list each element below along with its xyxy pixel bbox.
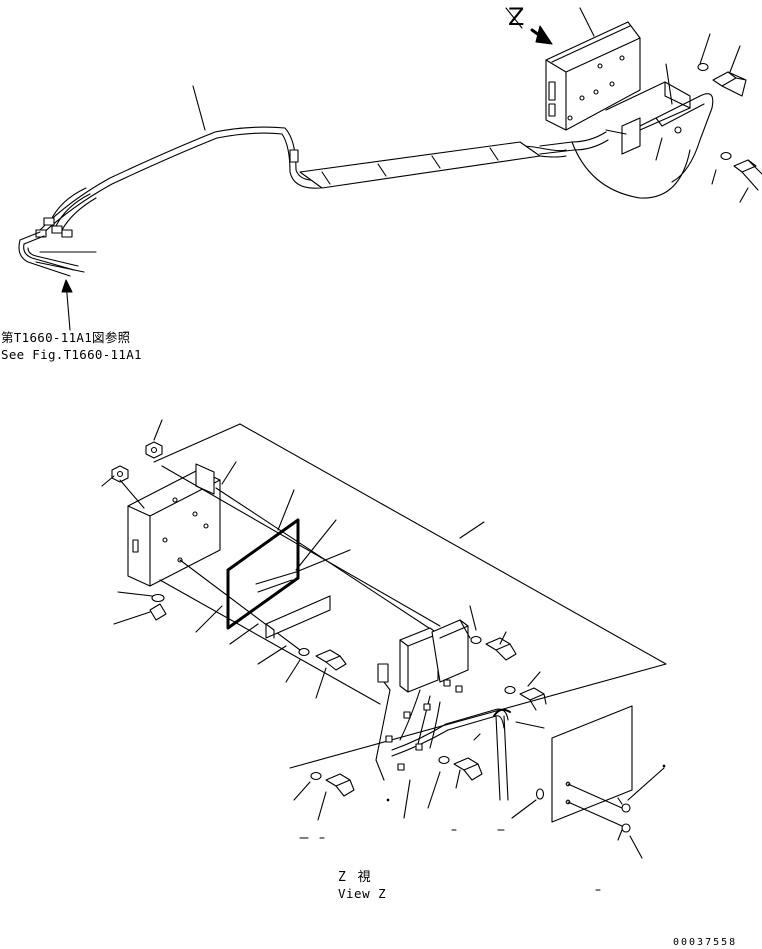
relay-pair <box>375 619 469 781</box>
top-fasteners <box>674 62 762 191</box>
view-z-label: Z <box>508 3 525 31</box>
cover-strip <box>265 595 331 639</box>
document-number: 00037558 <box>673 937 738 948</box>
reference-note-jp: 第T1660-11A1図参照 <box>1 330 131 345</box>
view-caption-jp: Z 視 <box>338 870 373 885</box>
small-clips <box>149 593 167 621</box>
bottom-fasteners <box>298 635 547 797</box>
top-leader-lines <box>192 7 749 203</box>
view-caption-en: View Z <box>338 886 387 901</box>
bottom-leader-lines <box>101 419 665 859</box>
cover-panel <box>551 705 633 823</box>
gasket-plate <box>226 518 300 630</box>
mounting-bracket <box>605 81 714 183</box>
view-z-arrow <box>530 25 553 45</box>
harness-connectors <box>18 187 97 277</box>
panel-fasteners <box>535 783 631 841</box>
controller-box <box>545 21 641 131</box>
dash-marks <box>299 764 666 891</box>
relay-harness <box>385 679 511 801</box>
assembly-lines <box>119 423 667 769</box>
main-harness <box>39 126 609 237</box>
reference-note-en: See Fig.T1660-11A1 <box>1 347 142 362</box>
controller-housing <box>127 463 221 587</box>
hex-nuts <box>111 441 163 483</box>
reference-arrow <box>61 279 73 331</box>
cable-loop <box>571 141 691 199</box>
